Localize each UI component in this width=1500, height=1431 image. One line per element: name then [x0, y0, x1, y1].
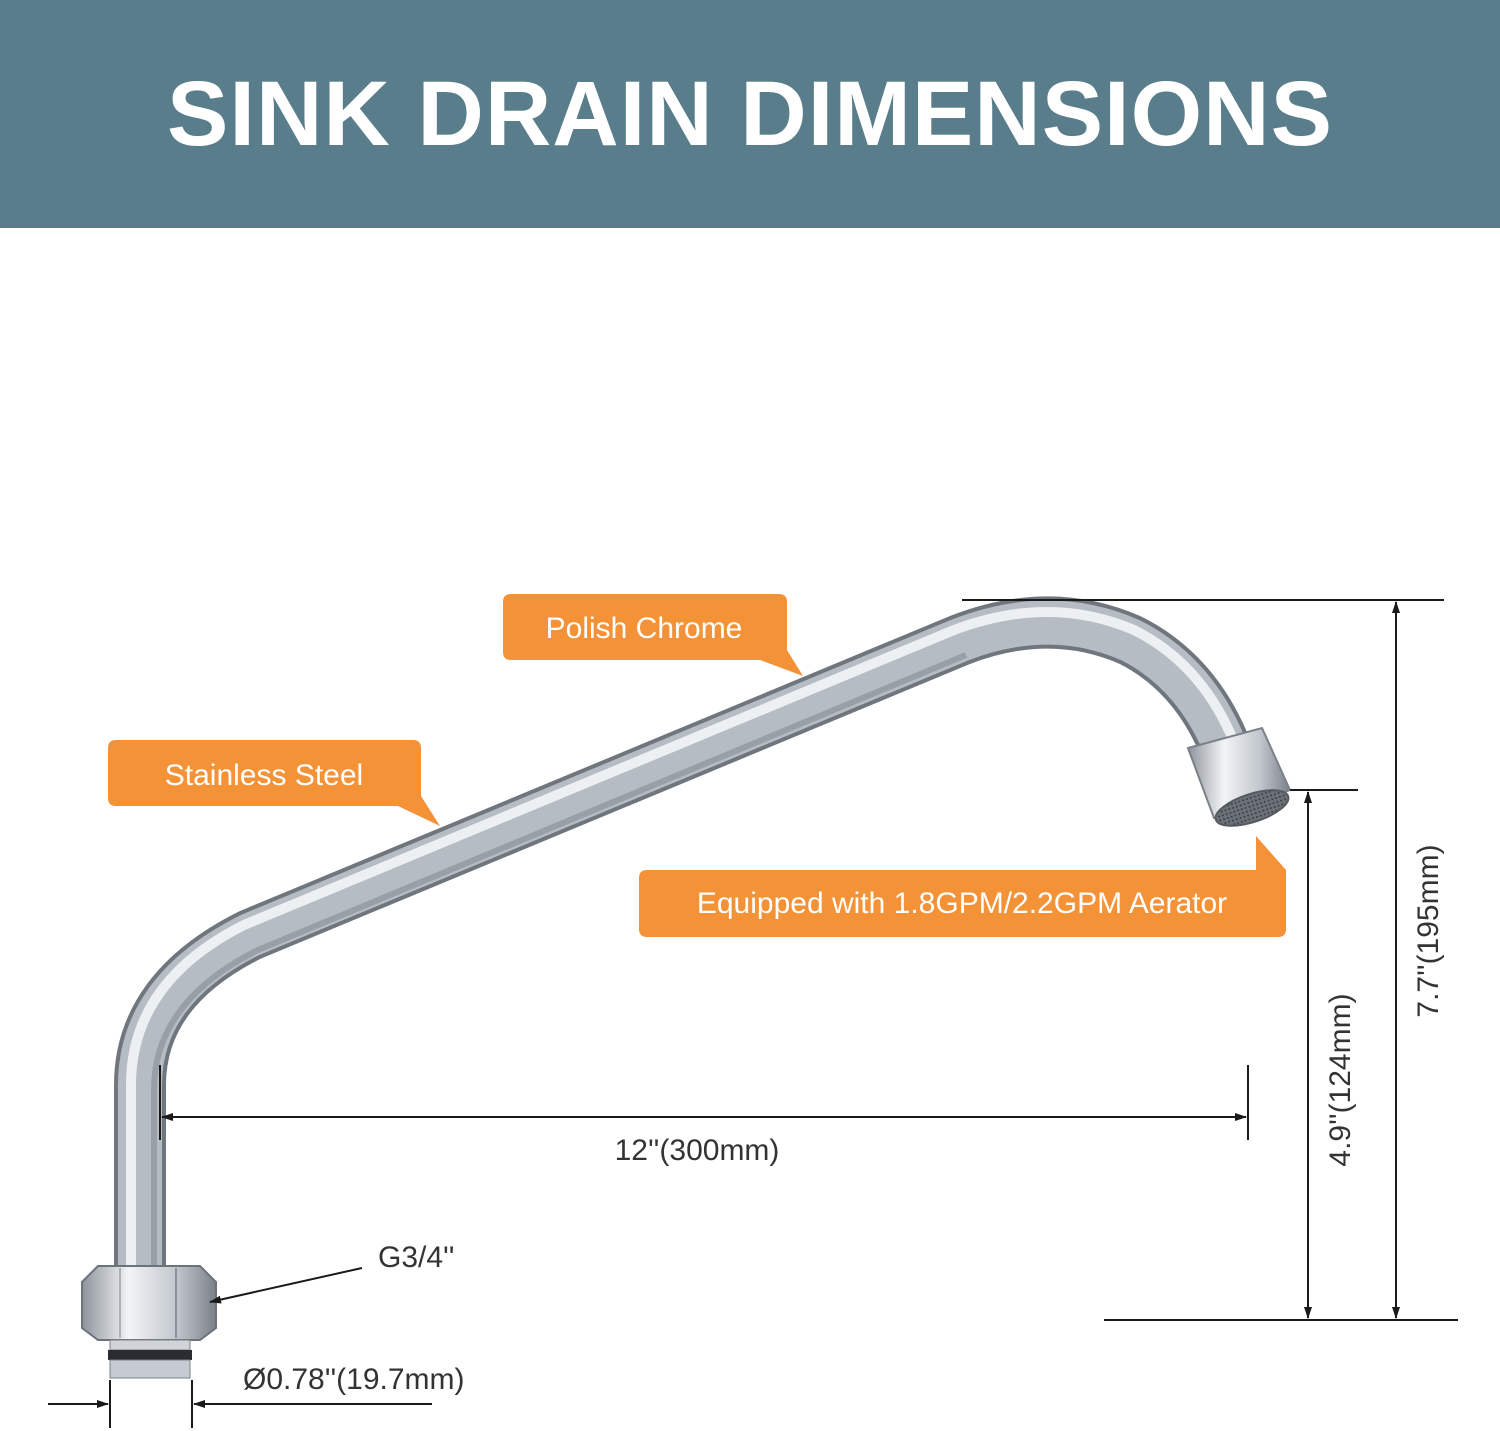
outlet-height-dimension: 4.9''(124mm) — [1290, 789, 1358, 1319]
callout-aerator-label: Equipped with 1.8GPM/2.2GPM Aerator — [697, 887, 1227, 920]
callout-polish-chrome-label: Polish Chrome — [546, 612, 743, 645]
spout-tube — [114, 596, 1255, 1275]
callout-polish-chrome: Polish Chrome — [503, 594, 803, 676]
callout-stainless-steel: Stainless Steel — [108, 740, 440, 826]
hex-nut — [81, 1265, 217, 1341]
thread-label: G3/4'' — [378, 1241, 455, 1274]
thread-dimension: G3/4'' — [209, 1241, 455, 1304]
thread-connector — [108, 1339, 192, 1379]
aerator — [1186, 726, 1292, 827]
outlet-height-label: 4.9''(124mm) — [1324, 993, 1357, 1166]
total-height-label: 7.7''(195mm) — [1412, 844, 1445, 1017]
diameter-label: Ø0.78''(19.7mm) — [243, 1363, 465, 1396]
callout-stainless-steel-label: Stainless Steel — [165, 759, 363, 792]
length-dimension: 12''(300mm) — [159, 1065, 1249, 1167]
length-label: 12''(300mm) — [615, 1134, 780, 1167]
page-title: SINK DRAIN DIMENSIONS — [167, 63, 1333, 165]
callout-aerator: Equipped with 1.8GPM/2.2GPM Aerator — [639, 836, 1286, 937]
diameter-dimension: Ø0.78''(19.7mm) — [48, 1363, 465, 1428]
total-height-dimension: 7.7''(195mm) — [962, 599, 1458, 1321]
title-banner: SINK DRAIN DIMENSIONS — [0, 0, 1500, 228]
